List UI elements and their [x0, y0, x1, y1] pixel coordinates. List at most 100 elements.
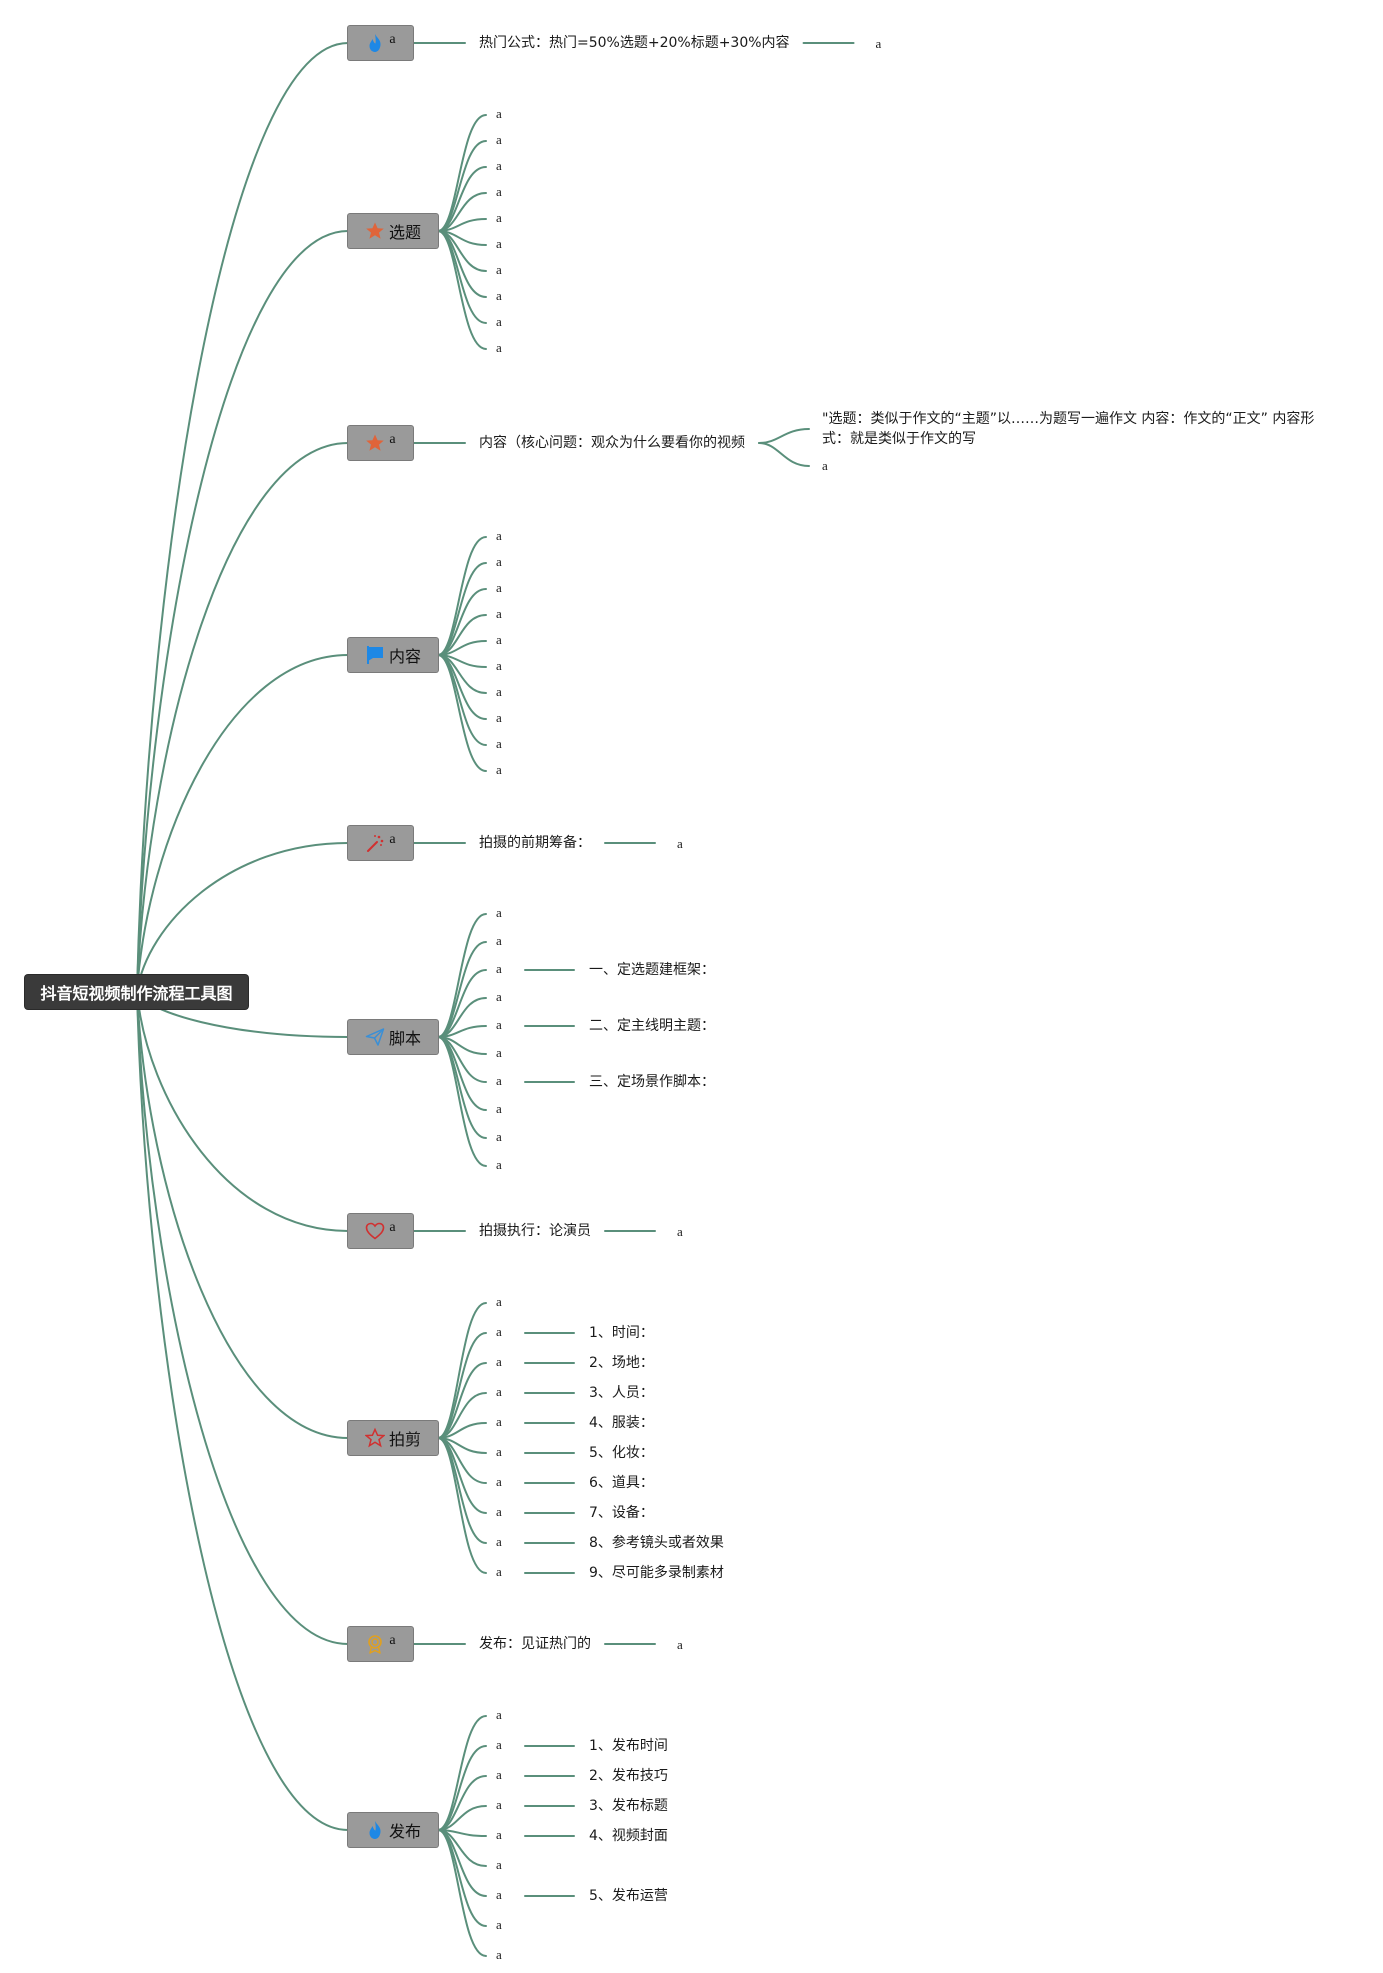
- leaf-connector: [437, 114, 487, 232]
- sub-topic-text[interactable]: "选题：类似于作文的“主题”以……为题写一遍作文 内容：作文的“正文” 内容形式…: [822, 411, 1315, 447]
- branch-topic-9[interactable]: a: [348, 1627, 413, 1661]
- leaf-connector: [437, 1829, 487, 1957]
- leaf-item[interactable]: a: [496, 1354, 502, 1369]
- leaf-item[interactable]: a: [496, 1384, 502, 1399]
- leaf-note[interactable]: 1、时间：: [589, 1325, 654, 1341]
- branch-detail-text[interactable]: 拍摄的前期筹备：: [479, 835, 591, 851]
- leaf-item[interactable]: a: [496, 1767, 502, 1782]
- branch-detail-tail[interactable]: a: [875, 36, 882, 51]
- leaf-item[interactable]: a: [496, 580, 502, 595]
- leaf-item[interactable]: a: [496, 262, 502, 277]
- leaf-item[interactable]: a: [496, 1917, 502, 1932]
- leaf-connector: [437, 1036, 487, 1167]
- heart-icon: [365, 1221, 385, 1241]
- branch-topic-3[interactable]: a: [348, 426, 413, 460]
- leaf-note[interactable]: 2、发布技巧: [589, 1768, 668, 1784]
- leaf-item[interactable]: a: [496, 1045, 502, 1060]
- leaf-note[interactable]: 5、化妆：: [589, 1445, 654, 1461]
- branch-label: a: [389, 1633, 396, 1648]
- leaf-item[interactable]: a: [496, 1827, 502, 1842]
- leaf-note[interactable]: 7、设备：: [589, 1505, 654, 1521]
- leaf-item[interactable]: a: [496, 210, 502, 225]
- leaf-item[interactable]: a: [496, 710, 502, 725]
- leaf-item[interactable]: a: [496, 340, 502, 355]
- leaf-item[interactable]: a: [496, 1737, 502, 1752]
- sub-topic-a[interactable]: a: [822, 458, 828, 473]
- leaf-item[interactable]: a: [496, 1564, 502, 1579]
- sub-connector: [758, 442, 810, 467]
- branch-connector: [136, 842, 349, 993]
- root-topic[interactable]: 抖音短视频制作流程工具图: [25, 975, 248, 1009]
- branch-topic-10[interactable]: 发布: [348, 1813, 438, 1847]
- branch-topic-7[interactable]: a: [348, 1214, 413, 1248]
- leaf-connector: [437, 654, 487, 772]
- leaf-note[interactable]: 三、定场景作脚本：: [589, 1074, 715, 1090]
- branch-detail-text[interactable]: 热门公式：热门=50%选题+20%标题+30%内容: [479, 35, 790, 51]
- leaf-item[interactable]: a: [496, 528, 502, 543]
- leaf-item[interactable]: a: [496, 1444, 502, 1459]
- leaf-note[interactable]: 3、发布标题: [589, 1798, 668, 1814]
- branch-detail-text[interactable]: 内容（核心问题：观众为什么要看你的视频: [479, 435, 745, 451]
- leaf-item[interactable]: a: [496, 762, 502, 777]
- leaf-note[interactable]: 4、服装：: [589, 1415, 654, 1431]
- branch-topic-6[interactable]: 脚本: [348, 1020, 438, 1054]
- leaf-item[interactable]: a: [496, 736, 502, 751]
- leaf-note[interactable]: 8、参考镜头或者效果: [589, 1535, 724, 1551]
- leaf-item[interactable]: a: [496, 905, 502, 920]
- leaf-note[interactable]: 9、尽可能多录制素材: [589, 1565, 724, 1581]
- branch-topic-2[interactable]: 选题: [348, 214, 438, 248]
- branch-topic-8[interactable]: 拍剪: [348, 1421, 438, 1455]
- leaf-note[interactable]: 3、人员：: [589, 1385, 654, 1401]
- leaf-item[interactable]: a: [496, 554, 502, 569]
- leaf-item[interactable]: a: [496, 236, 502, 251]
- branch-detail-tail[interactable]: a: [677, 1224, 683, 1239]
- leaf-item[interactable]: a: [496, 989, 502, 1004]
- branch-detail-text[interactable]: 拍摄执行：论演员: [479, 1223, 591, 1239]
- leaf-item[interactable]: a: [496, 1101, 502, 1116]
- branch-label: a: [389, 1220, 396, 1235]
- leaf-item[interactable]: a: [496, 1857, 502, 1872]
- leaf-item[interactable]: a: [496, 933, 502, 948]
- leaf-item[interactable]: a: [496, 288, 502, 303]
- leaf-item[interactable]: a: [496, 1474, 502, 1489]
- leaf-note[interactable]: 6、道具：: [589, 1475, 654, 1491]
- leaf-item[interactable]: a: [496, 132, 502, 147]
- leaf-item[interactable]: a: [496, 1129, 502, 1144]
- leaf-item[interactable]: a: [496, 1414, 502, 1429]
- leaf-item[interactable]: a: [496, 1504, 502, 1519]
- leaf-note[interactable]: 4、视频封面: [589, 1828, 668, 1844]
- leaf-item[interactable]: a: [496, 314, 502, 329]
- leaf-note[interactable]: 5、发布运营: [589, 1888, 668, 1904]
- leaf-note[interactable]: 1、发布时间: [589, 1738, 668, 1754]
- leaf-item[interactable]: a: [496, 606, 502, 621]
- leaf-item[interactable]: a: [496, 632, 502, 647]
- leaf-item[interactable]: a: [496, 1707, 502, 1722]
- leaf-connector: [437, 1362, 487, 1439]
- leaf-item[interactable]: a: [496, 1017, 502, 1032]
- leaf-item[interactable]: a: [496, 961, 502, 976]
- leaf-item[interactable]: a: [496, 184, 502, 199]
- leaf-item[interactable]: a: [496, 1073, 502, 1088]
- branch-detail-tail[interactable]: a: [677, 1637, 683, 1652]
- branch-detail-tail[interactable]: a: [677, 836, 683, 851]
- leaf-note[interactable]: 二、定主线明主题：: [589, 1018, 715, 1034]
- leaf-item[interactable]: a: [496, 1947, 502, 1962]
- leaf-note[interactable]: 2、场地：: [589, 1355, 654, 1371]
- branch-detail-text[interactable]: 发布：见证热门的: [479, 1636, 591, 1652]
- leaf-item[interactable]: a: [496, 106, 502, 121]
- leaf-item[interactable]: a: [496, 1294, 502, 1309]
- leaf-note[interactable]: 一、定选题建框架：: [589, 962, 715, 978]
- leaf-connector: [437, 1775, 487, 1831]
- leaf-item[interactable]: a: [496, 1324, 502, 1339]
- leaf-item[interactable]: a: [496, 158, 502, 173]
- leaf-item[interactable]: a: [496, 1887, 502, 1902]
- branch-topic-1[interactable]: a: [348, 26, 413, 60]
- leaf-item[interactable]: a: [496, 1534, 502, 1549]
- leaf-item[interactable]: a: [496, 1157, 502, 1172]
- leaf-item[interactable]: a: [496, 1797, 502, 1812]
- leaf-item[interactable]: a: [496, 658, 502, 673]
- leaf-item[interactable]: a: [496, 684, 502, 699]
- branch-topic-4[interactable]: 内容: [348, 638, 438, 672]
- branch-topic-5[interactable]: a: [348, 826, 413, 860]
